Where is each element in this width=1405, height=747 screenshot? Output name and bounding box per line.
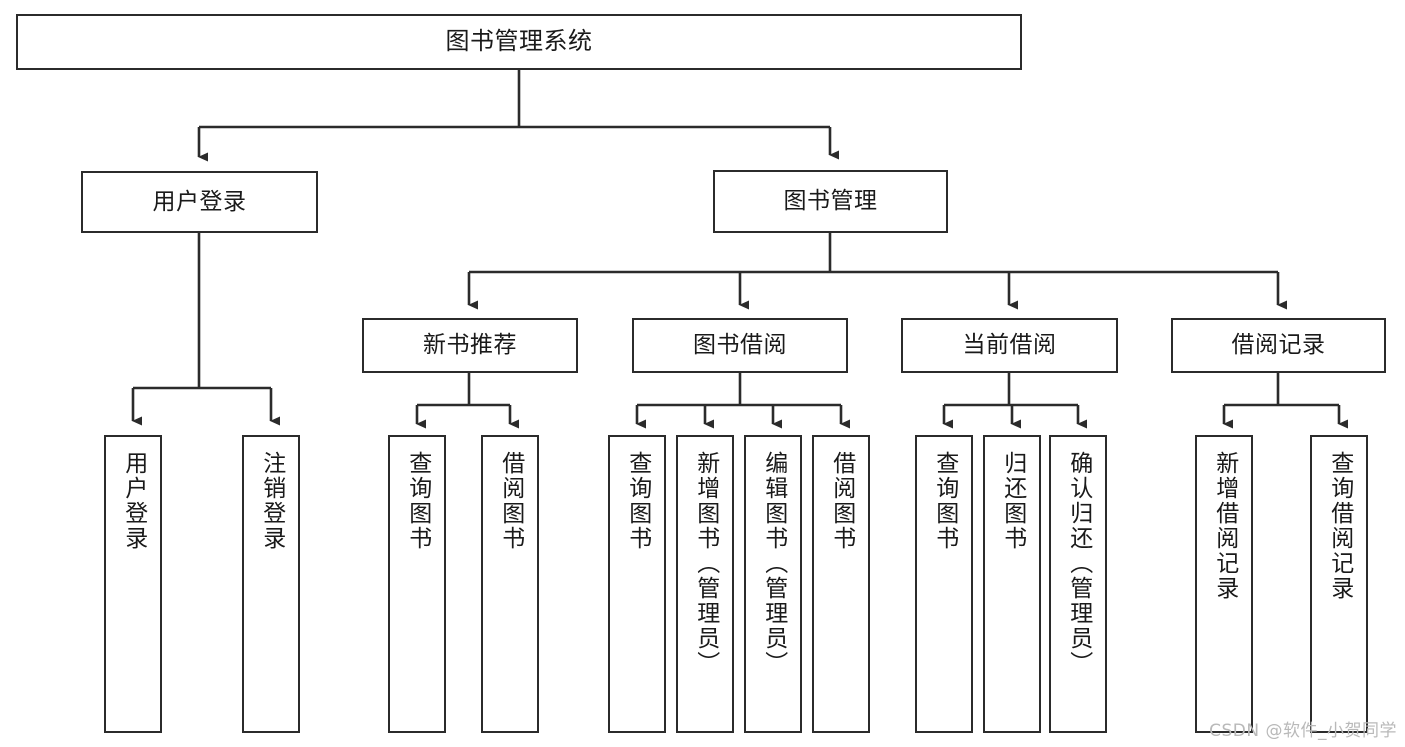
node-current-borrow[interactable]: 当前借阅 xyxy=(901,318,1118,373)
leaf-add-book[interactable]: 新增图书（管理员） xyxy=(676,435,734,733)
node-label: 借阅记录 xyxy=(1231,332,1326,359)
node-label: 借阅图书 xyxy=(497,451,524,551)
node-label: 查询图书 xyxy=(931,451,958,551)
csdn-watermark: CSDN @软件_小贺同学 xyxy=(1209,721,1397,741)
node-user-login[interactable]: 用户登录 xyxy=(81,171,318,233)
node-label: 借阅图书 xyxy=(828,451,855,551)
leaf-edit-book[interactable]: 编辑图书（管理员） xyxy=(744,435,802,733)
node-label: 图书管理系统 xyxy=(445,27,593,56)
node-borrow-record[interactable]: 借阅记录 xyxy=(1171,318,1386,373)
node-label: 确认归还（管理员） xyxy=(1065,451,1092,676)
leaf-query-borrow-record[interactable]: 查询借阅记录 xyxy=(1310,435,1368,733)
node-label: 注销登录 xyxy=(258,451,285,551)
node-root-book-management-system[interactable]: 图书管理系统 xyxy=(16,14,1022,70)
leaf-user-logout[interactable]: 注销登录 xyxy=(242,435,300,733)
leaf-borrow-book-new-book[interactable]: 借阅图书 xyxy=(481,435,539,733)
node-label: 查询图书 xyxy=(624,451,651,551)
node-label: 图书管理 xyxy=(783,188,878,215)
node-new-book-recommend[interactable]: 新书推荐 xyxy=(362,318,578,373)
node-label: 归还图书 xyxy=(999,451,1026,551)
node-label: 查询图书 xyxy=(404,451,431,551)
node-label: 编辑图书（管理员） xyxy=(760,451,787,676)
leaf-add-borrow-record[interactable]: 新增借阅记录 xyxy=(1195,435,1253,733)
leaf-borrow-book[interactable]: 借阅图书 xyxy=(812,435,870,733)
node-label: 图书借阅 xyxy=(693,332,787,359)
leaf-user-login[interactable]: 用户登录 xyxy=(104,435,162,733)
node-label: 当前借阅 xyxy=(962,332,1057,359)
node-label: 用户登录 xyxy=(120,451,147,551)
node-label: 用户登录 xyxy=(152,188,247,215)
node-label: 新书推荐 xyxy=(423,332,517,359)
node-label: 新增图书（管理员） xyxy=(692,451,719,676)
node-book-borrow[interactable]: 图书借阅 xyxy=(632,318,848,373)
leaf-query-book-current[interactable]: 查询图书 xyxy=(915,435,973,733)
leaf-query-book-borrow[interactable]: 查询图书 xyxy=(608,435,666,733)
node-label: 新增借阅记录 xyxy=(1211,451,1238,601)
node-book-management[interactable]: 图书管理 xyxy=(713,170,948,233)
leaf-return-book[interactable]: 归还图书 xyxy=(983,435,1041,733)
leaf-query-book-new-book[interactable]: 查询图书 xyxy=(388,435,446,733)
leaf-confirm-return[interactable]: 确认归还（管理员） xyxy=(1049,435,1107,733)
node-label: 查询借阅记录 xyxy=(1326,451,1353,601)
